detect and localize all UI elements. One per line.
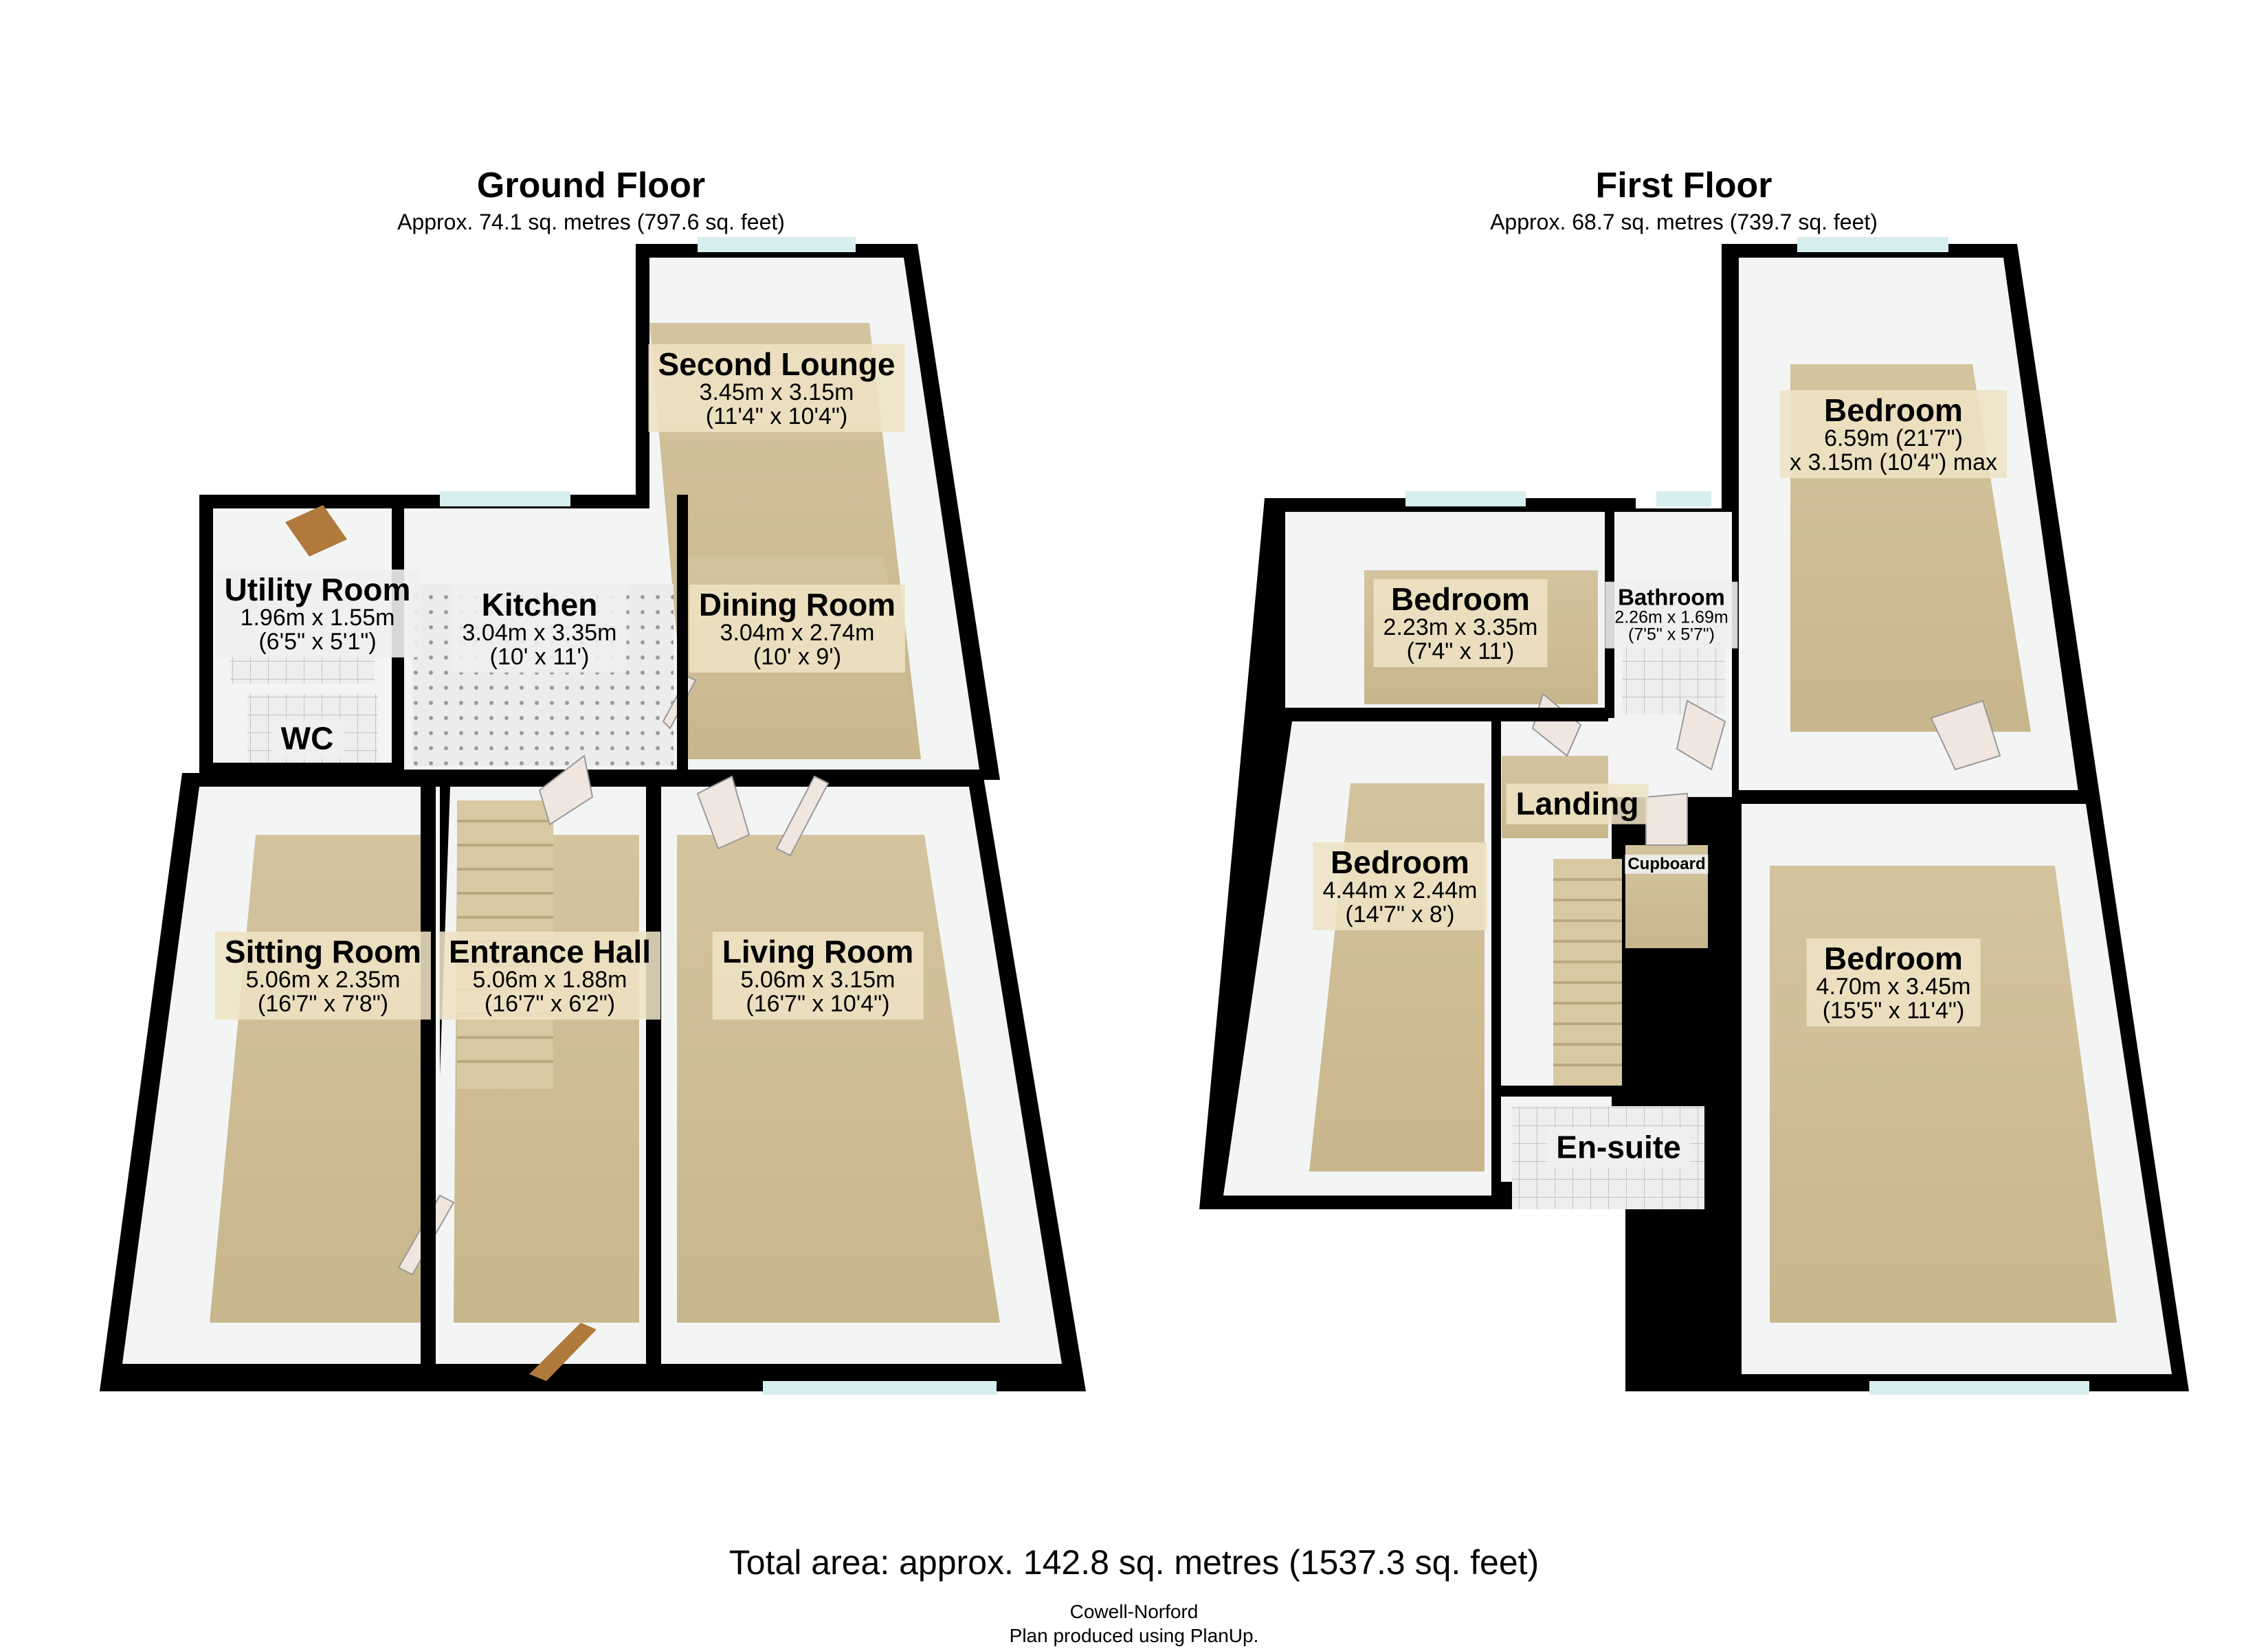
room-name: Entrance Hall — [449, 933, 651, 969]
room-name: Dining Room — [698, 586, 896, 622]
bathroom-window — [1656, 491, 1711, 506]
landing-door-2 — [1676, 699, 1726, 771]
first-floor-plan — [1199, 237, 2189, 1395]
first-floor-title: First Floor — [1595, 166, 1772, 205]
room-name: Bedroom — [1824, 392, 1963, 428]
room-dimensions-imperial: (10' x 9') — [753, 643, 842, 670]
room-name: Bedroom — [1391, 581, 1530, 617]
room-name: Living Room — [722, 933, 914, 969]
room-name: Utility Room — [224, 571, 411, 607]
room-label-landing: Landing — [1506, 783, 1649, 824]
first-floor-area: Approx. 68.7 sq. metres (739.7 sq. feet) — [1490, 210, 1878, 234]
small-bedroom-window — [1405, 491, 1526, 506]
utility-door — [285, 505, 347, 557]
landing-door-3 — [1645, 792, 1688, 846]
room-dimensions-metric: 1.96m x 1.55m — [240, 604, 395, 631]
room-dimensions-metric: 5.06m x 2.35m — [245, 966, 401, 993]
second-lounge-window — [698, 237, 856, 252]
room-label-entrance-hall: Entrance Hall 5.06m x 1.88m (16'7" x 6'2… — [439, 931, 660, 1020]
first-floor-staircase — [1553, 859, 1622, 1092]
room-dimensions-imperial: (15'5" x 11'4") — [1822, 997, 1965, 1024]
room-label-utility-room: Utility Room 1.96m x 1.55m (6'5" x 5'1") — [214, 569, 421, 658]
total-area: Total area: approx. 142.8 sq. metres (15… — [729, 1543, 1539, 1582]
room-dimensions-metric: 5.06m x 3.15m — [740, 966, 896, 993]
room-dimensions-imperial: (10' x 11') — [489, 643, 590, 670]
room-name: En-suite — [1556, 1129, 1681, 1165]
room-label-living-room: Living Room 5.06m x 3.15m (16'7" x 10'4"… — [712, 931, 924, 1020]
room-dimensions-metric: 3.04m x 3.35m — [462, 619, 617, 646]
room-dimensions-imperial: (16'7" x 7'8") — [257, 990, 389, 1017]
room-name: Sitting Room — [224, 933, 422, 969]
room-name: Bedroom — [1331, 844, 1469, 880]
room-label-front-bedroom: Bedroom 4.70m x 3.45m (15'5" x 11'4") — [1806, 938, 1981, 1027]
room-name: Kitchen — [481, 586, 598, 622]
room-label-bathroom: Bathroom 2.26m x 1.69m (7'5" x 5'7") — [1605, 581, 1738, 649]
agent-name: Cowell-Norford — [1069, 1601, 1199, 1622]
kitchen-door — [538, 754, 594, 826]
room-dimensions-imperial: (7'5" x 5'7") — [1628, 625, 1715, 644]
room-name: Cupboard — [1627, 854, 1706, 873]
room-name: Landing — [1515, 785, 1639, 822]
room-dimensions-metric: 2.26m x 1.69m — [1614, 607, 1728, 627]
room-dimensions-metric: 4.44m x 2.44m — [1322, 877, 1478, 904]
front-door — [529, 1323, 597, 1381]
front-bedroom-window — [1869, 1381, 2089, 1395]
plan-credit: Cowell-Norford Plan produced using PlanU… — [0, 1600, 2268, 1648]
room-dimensions-metric: 3.04m x 2.74m — [720, 619, 875, 646]
room-label-rear-bedroom: Bedroom 6.59m (21'7") x 3.15m (10'4") ma… — [1780, 390, 2007, 479]
room-dimensions-metric: 4.70m x 3.45m — [1816, 973, 1971, 1000]
room-label-cupboard: Cupboard — [1625, 854, 1709, 875]
room-dimensions-metric: 5.06m x 1.88m — [472, 966, 627, 993]
room-dimensions-metric: 3.45m x 3.15m — [699, 379, 854, 405]
room-dimensions-imperial: (16'7" x 10'4") — [746, 990, 890, 1017]
room-name: Bedroom — [1824, 940, 1963, 976]
room-dimensions-metric: 2.23m x 3.35m — [1383, 614, 1538, 640]
living-room-door-right — [775, 775, 830, 857]
rear-bedroom-window — [1797, 237, 1948, 252]
ground-floor-plan — [100, 237, 1086, 1395]
room-label-small-bedroom: Bedroom 2.23m x 3.35m (7'4" x 11') — [1373, 579, 1548, 668]
room-label-wc: WC — [271, 718, 344, 759]
kitchen-window — [440, 491, 570, 506]
rear-bedroom-door — [1930, 699, 2001, 771]
software-credit: Plan produced using PlanUp. — [1009, 1625, 1259, 1646]
room-label-en-suite: En-suite — [1546, 1127, 1691, 1168]
ground-floor-area: Approx. 74.1 sq. metres (797.6 sq. feet) — [397, 210, 785, 234]
living-room-door-left — [696, 775, 751, 850]
room-name: WC — [280, 720, 334, 756]
room-label-sitting-room: Sitting Room 5.06m x 2.35m (16'7" x 7'8"… — [214, 931, 432, 1020]
room-dimensions-imperial: (7'4" x 11') — [1406, 638, 1515, 664]
room-dimensions-imperial: x 3.15m (10'4") max — [1790, 449, 1997, 475]
room-dimensions-imperial: (6'5" x 5'1") — [258, 628, 377, 655]
room-dimensions-imperial: (14'7" x 8') — [1345, 901, 1455, 928]
ground-floor-title: Ground Floor — [476, 166, 706, 205]
room-label-second-lounge: Second Lounge 3.45m x 3.15m (11'4" x 10'… — [648, 344, 905, 433]
room-dimensions-metric: 6.59m (21'7") — [1824, 425, 1963, 451]
living-room-window — [763, 1381, 997, 1395]
room-label-dining-room: Dining Room 3.04m x 2.74m (10' x 9') — [689, 584, 906, 673]
first-floor-middle-outline — [1625, 1196, 1732, 1391]
room-name: Bathroom — [1618, 584, 1725, 610]
room-dimensions-imperial: (16'7" x 6'2") — [484, 990, 616, 1017]
room-dimensions-imperial: (11'4" x 10'4") — [705, 403, 848, 429]
room-label-kitchen: Kitchen 3.04m x 3.35m (10' x 11') — [452, 584, 627, 673]
room-label-left-bedroom: Bedroom 4.44m x 2.44m (14'7" x 8') — [1313, 842, 1487, 931]
room-name: Second Lounge — [658, 346, 896, 382]
